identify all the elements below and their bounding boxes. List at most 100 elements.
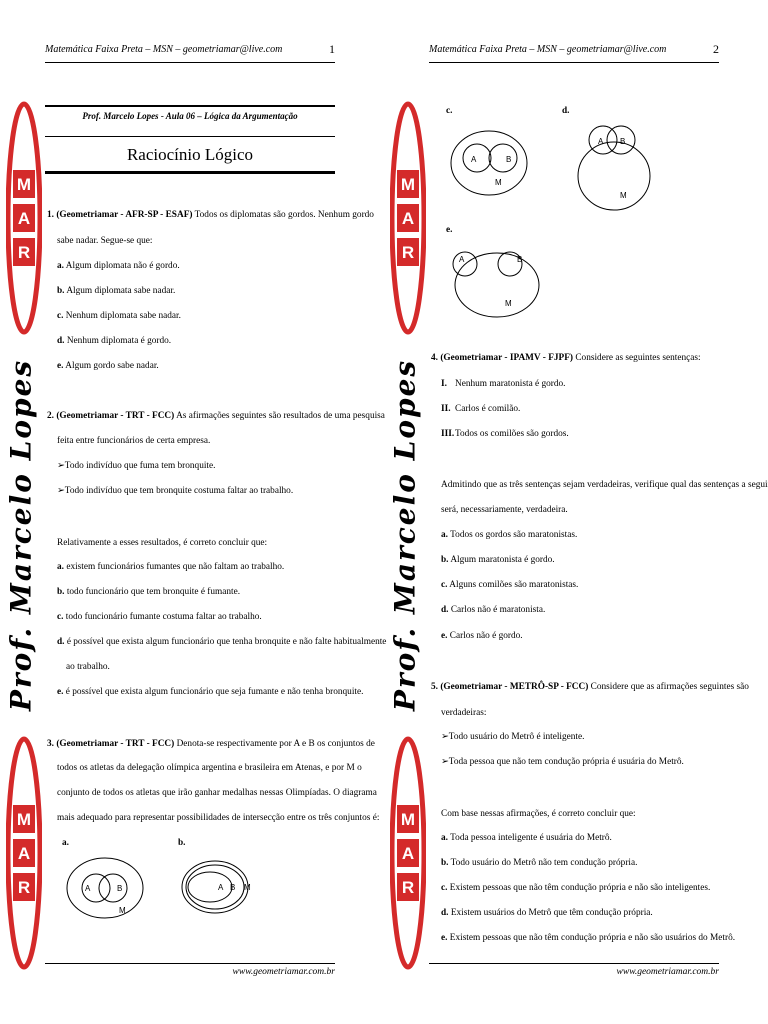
q5-bullet: ➢Toda pessoa que não tem condução própri… [441, 757, 684, 767]
side-banner: Prof. Marcelo Lopes [388, 358, 422, 712]
footer-url: www.geometriamar.com.br [232, 967, 335, 977]
set-label-a: A [598, 137, 604, 146]
question-3-line: mais adequado para representar possibili… [57, 813, 380, 823]
svg-text:M: M [401, 810, 415, 829]
q2-option: ao trabalho. [66, 662, 110, 672]
question-4: 4. (Geometriamar - IPAMV - FJPF) Conside… [431, 353, 701, 363]
svg-text:R: R [402, 243, 414, 262]
q4-option: d. Carlos não é maratonista. [441, 605, 546, 615]
q1-option: b. Algum diplomata sabe nadar. [57, 286, 176, 296]
set-label-a: A [85, 884, 91, 893]
header-rule [45, 62, 335, 63]
side-banner: Prof. Marcelo Lopes [4, 358, 38, 712]
svg-text:R: R [402, 878, 414, 897]
svg-text:R: R [18, 878, 30, 897]
q4-statement: I.Nenhum maratonista é gordo. [441, 379, 566, 389]
set-label-b: B [517, 255, 522, 264]
set-label-m: M [119, 906, 126, 915]
q2-bullet: ➢Todo indivíduo que fuma tem bronquite. [57, 461, 216, 471]
page-1: Matemática Faixa Preta – MSN – geometria… [4, 42, 387, 977]
q5-option: a. Toda pessoa inteligente é usuária do … [441, 833, 612, 843]
q2-option: a. existem funcionários fumantes que não… [57, 562, 285, 572]
question-5: 5. (Geometriamar - METRÔ-SP - FCC) Consi… [431, 682, 749, 692]
question-5-line: verdadeiras: [441, 708, 487, 718]
page-title: Raciocínio Lógico [45, 136, 335, 174]
venn-diagram-b: A B M [181, 860, 251, 914]
set-label-m: M [244, 883, 251, 892]
page-header: Matemática Faixa Preta – MSN – geometria… [429, 42, 719, 56]
header-text: Matemática Faixa Preta – MSN – geometria… [429, 44, 667, 55]
question-1-line: sabe nadar. Segue-se que: [57, 236, 153, 246]
diagram-label: b. [178, 838, 186, 848]
q4-option: b. Algum maratonista é gordo. [441, 555, 555, 565]
lesson-subtitle: Prof. Marcelo Lopes - Aula 06 – Lógica d… [45, 105, 335, 121]
q1-option: c. Nenhum diplomata sabe nadar. [57, 311, 181, 321]
svg-text:M: M [17, 810, 31, 829]
question-1: 1. (Geometriamar - AFR-SP - ESAF) Todos … [47, 210, 374, 220]
q2-option: d. é possível que exista algum funcionár… [57, 637, 387, 647]
q2-bullet: ➢Todo indivíduo que tem bronquite costum… [57, 486, 294, 496]
svg-text:A: A [18, 209, 30, 228]
diagram-label: a. [62, 838, 69, 848]
svg-text:M: M [17, 175, 31, 194]
q1-option: d. Nenhum diplomata é gordo. [57, 336, 172, 346]
venn-diagram-a: A B M [66, 857, 144, 919]
question-2-prompt: Relativamente a esses resultados, é corr… [57, 538, 268, 548]
set-label-m: M [495, 178, 502, 187]
footer-rule [429, 963, 719, 964]
svg-text:M: M [401, 175, 415, 194]
q5-option: e. Existem pessoas que não têm condução … [441, 933, 736, 943]
question-3: 3. (Geometriamar - TRT - FCC) Denota-se … [47, 739, 375, 749]
footer-url: www.geometriamar.com.br [616, 967, 719, 977]
diagram-label: e. [446, 225, 453, 235]
q1-option: a. Algum diplomata não é gordo. [57, 261, 180, 271]
geometria-mar-logo: M A R [6, 736, 42, 970]
page-number: 2 [713, 42, 719, 56]
question-3-line: todos os atletas da delegação olímpica a… [57, 763, 362, 773]
question-2: 2. (Geometriamar - TRT - FCC) As afirmaç… [47, 411, 385, 421]
q4-option: e. Carlos não é gordo. [441, 631, 523, 641]
q5-option: b. Todo usuário do Metrô não tem conduçã… [441, 858, 638, 868]
page-header: Matemática Faixa Preta – MSN – geometria… [45, 42, 335, 56]
header-rule [429, 62, 719, 63]
geometria-mar-logo: M A R [390, 101, 426, 335]
footer-rule [45, 963, 335, 964]
q2-option: c. todo funcionário fumante costuma falt… [57, 612, 262, 622]
q1-option: e. Algum gordo sabe nadar. [57, 361, 159, 371]
venn-diagram-c: A B M [450, 130, 528, 196]
geometria-mar-logo: M A R [6, 101, 42, 335]
q4-option: a. Todos os gordos são maratonistas. [441, 530, 578, 540]
page-2: Matemática Faixa Preta – MSN – geometria… [384, 0, 768, 1024]
question-4-line: Admitindo que as três sentenças sejam ve… [441, 480, 768, 490]
venn-diagram-e: A B M [452, 251, 540, 318]
page-number: 1 [329, 42, 335, 56]
set-label-m: M [505, 299, 512, 308]
q5-option: c. Existem pessoas que não têm condução … [441, 883, 711, 893]
venn-diagram-d: A B M [577, 125, 651, 211]
set-label-b: B [117, 884, 122, 893]
question-2-line: feita entre funcionários de certa empres… [57, 436, 211, 446]
set-label-a: A [459, 255, 465, 264]
set-label-b: B [620, 137, 625, 146]
svg-text:A: A [402, 844, 414, 863]
geometria-mar-logo: M A R [390, 736, 426, 970]
q4-statement: III.Todos os comilões são gordos. [441, 429, 569, 439]
set-label-m: M [620, 191, 627, 200]
set-label-b: B [506, 155, 511, 164]
set-label-a: A [471, 155, 477, 164]
svg-text:A: A [18, 844, 30, 863]
set-label-a: A [218, 883, 224, 892]
q2-option: b. todo funcionário que tem bronquite é … [57, 587, 241, 597]
q4-statement: II.Carlos é comilão. [441, 404, 521, 414]
svg-text:R: R [18, 243, 30, 262]
q4-option: c. Alguns comilões são maratonistas. [441, 580, 579, 590]
question-4-line: será, necessariamente, verdadeira. [441, 505, 568, 515]
question-3-line: conjunto de todos os atletas que irão ga… [57, 788, 377, 798]
svg-text:A: A [402, 209, 414, 228]
q5-option: d. Existem usuários do Metrô que têm con… [441, 908, 653, 918]
set-label-b: B [230, 883, 235, 892]
diagram-label: c. [446, 106, 453, 116]
diagram-label: d. [562, 106, 570, 116]
q5-bullet: ➢Todo usuário do Metrô é inteligente. [441, 732, 585, 742]
question-5-prompt: Com base nessas afirmações, é correto co… [441, 809, 636, 819]
